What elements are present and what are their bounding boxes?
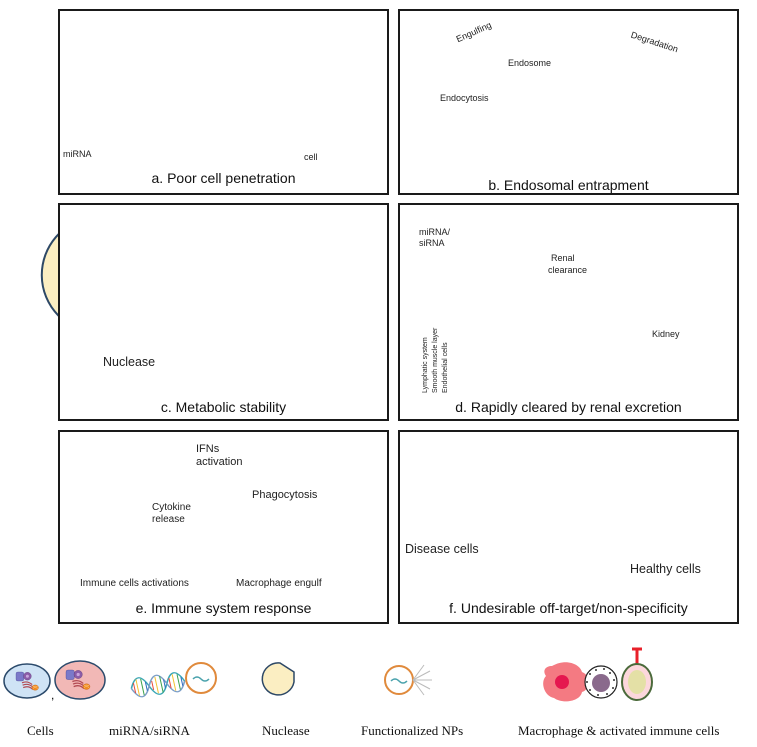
label-endosome: Endosome	[508, 58, 552, 68]
label-degradation: Degradation	[629, 29, 680, 55]
svg-text:,: ,	[51, 688, 54, 702]
panel-c: Nuclease c. Metabolic stability	[58, 203, 389, 421]
panel-e: IFNs activation Cytokine release Phagocy…	[58, 430, 389, 624]
label-endothelial: Endothelial cells	[442, 342, 449, 393]
legend-macrophage-immune: Macrophage & activated immune cells	[518, 723, 720, 738]
panel-a: miRNA cell a. Poor cell penetration	[58, 9, 389, 195]
caption-e: e. Immune system response	[135, 600, 312, 616]
label-nuclease: Nuclease	[103, 355, 156, 369]
legend-functionalized-nps: Functionalized NPs	[361, 723, 464, 738]
label-engulfing: Engulfing	[454, 19, 493, 45]
legend-nuclease: Nuclease	[262, 723, 310, 738]
caption-a: a. Poor cell penetration	[151, 170, 296, 186]
label-ifns-1: IFNs	[196, 443, 220, 455]
panel-f: Disease cells Healthy cells f. Undesirab…	[398, 430, 739, 624]
caption-c: c. Metabolic stability	[160, 399, 287, 415]
panel-b: Engulfing Endosome Degradation Endocytos…	[398, 9, 739, 195]
label-cell: cell	[304, 152, 318, 162]
label-smooth-muscle: Smooth muscle layer	[432, 327, 439, 393]
label-macrophage: Macrophage engulf	[236, 578, 322, 589]
legend-art: ,	[3, 647, 653, 702]
legend-cells: Cells	[27, 723, 54, 738]
label-renal-1: Renal	[551, 253, 575, 263]
label-cytokine-1: Cytokine	[152, 502, 191, 513]
label-ifns-2: activation	[196, 456, 243, 468]
label-kidney: Kidney	[652, 329, 680, 339]
label-mirna-sirna-1: miRNA/	[419, 227, 450, 237]
label-cytokine-2: release	[152, 514, 185, 525]
label-lymphatic: Lymphatic system	[422, 337, 429, 393]
label-immune-cells: Immune cells activations	[80, 578, 189, 589]
label-healthy-cells: Healthy cells	[630, 562, 701, 576]
label-endocytosis: Endocytosis	[440, 93, 489, 103]
caption-b: b. Endosomal entrapment	[488, 177, 649, 193]
panel-d: miRNA/ siRNA Renal clearance Kidney Lymp…	[398, 203, 739, 421]
legend-mirna-sirna: miRNA/siRNA	[109, 723, 190, 738]
caption-d: d. Rapidly cleared by renal excretion	[455, 399, 682, 415]
caption-f: f. Undesirable off-target/non-specificit…	[449, 600, 688, 616]
label-phagocytosis: Phagocytosis	[252, 489, 318, 501]
label-renal-2: clearance	[548, 265, 588, 275]
label-mirna: miRNA	[63, 149, 92, 159]
label-mirna-sirna-2: siRNA	[419, 238, 445, 248]
label-disease-cells: Disease cells	[405, 542, 479, 556]
